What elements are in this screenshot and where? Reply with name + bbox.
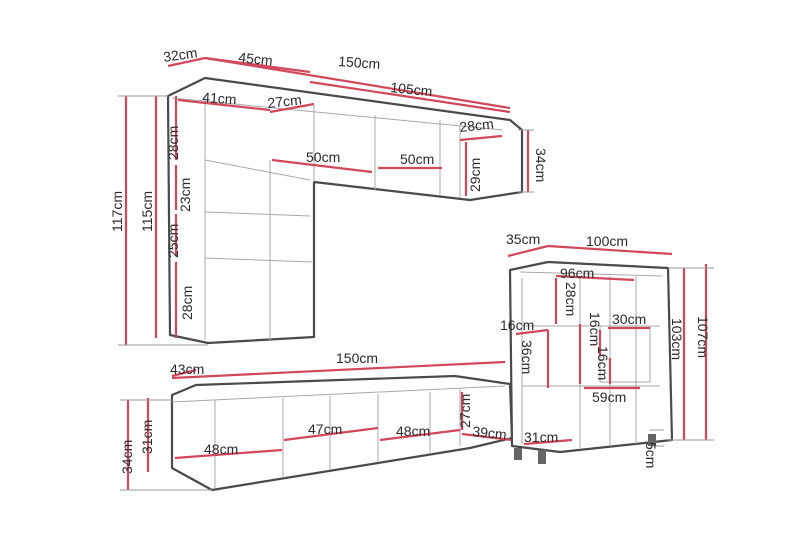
upper-height-total-label: 117cm (109, 191, 125, 232)
upper-shelf-a-label: 50cm (306, 149, 340, 165)
cabinet-inner-width-label: 96cm (560, 265, 594, 281)
cabinet-leg-left (514, 448, 522, 460)
tv-bench-depth-label: 43cm (170, 361, 204, 377)
cabinet-leg-right (648, 434, 656, 446)
tv-bench-side-depth-label: 39cm (472, 423, 508, 442)
upper-width-right-label: 105cm (390, 79, 433, 99)
upper-wall-unit (166, 76, 524, 345)
cabinet-left-height-label: 16cm (500, 317, 534, 333)
cabinet-leg-height-label: 5cm (643, 442, 659, 468)
upper-height-mid-label: 23cm (177, 178, 193, 212)
upper-shelf-mid-label: 27cm (267, 91, 303, 110)
upper-width-left-label: 45cm (238, 49, 274, 68)
upper-height-left-top-label: 28cm (165, 126, 181, 160)
tv-bench-shelf-3-label: 48cm (396, 423, 430, 439)
cabinet-box-height-b-label: 16cm (595, 346, 611, 380)
upper-width-total-label: 150cm (338, 53, 381, 72)
tv-bench-labels: 43cm 150cm 34cm 31cm 48cm 47cm 48cm 27cm… (119, 350, 507, 474)
tv-bench-shelf-1-label: 48cm (204, 441, 238, 457)
upper-height-inner-label: 115cm (139, 191, 155, 232)
upper-height-bottom-label: 28cm (179, 286, 195, 320)
upper-labels: 32cm 45cm 150cm 105cm 41cm 27cm 28cm 117… (109, 44, 549, 320)
cabinet-dimension-lines (507, 244, 714, 447)
cabinet-width-label: 100cm (586, 233, 628, 249)
cabinet-height-inner-label: 103cm (669, 318, 685, 360)
upper-shelf-b-label: 50cm (400, 151, 434, 167)
upper-wall-height-label: 34cm (533, 148, 549, 182)
cabinet-box-height-a-label: 16cm (587, 312, 603, 346)
cabinet-box-width-label: 30cm (612, 311, 646, 327)
cabinet-labels: 35cm 100cm 96cm 28cm 16cm 36cm 16cm 30cm… (500, 231, 711, 468)
tv-bench-height-inner-label: 31cm (139, 420, 155, 454)
tv-bench-height-total-label: 34cm (119, 440, 135, 474)
tv-bench-width-label: 150cm (336, 350, 378, 366)
upper-height-lower-label: 25cm (165, 224, 181, 258)
cabinet-base-depth-label: 31cm (524, 429, 558, 445)
tv-bench-shelf-2-label: 47cm (308, 421, 342, 437)
cabinet-mid-height-label: 36cm (519, 340, 535, 374)
cabinet-height-total-label: 107cm (695, 316, 711, 358)
right-cabinet (508, 260, 674, 464)
cabinet-top-height-label: 28cm (563, 282, 579, 316)
cabinet-depth-label: 35cm (506, 231, 540, 247)
upper-dimension-lines (118, 56, 534, 346)
cabinet-leg-mid (538, 450, 546, 464)
upper-side-height-label: 29cm (467, 158, 483, 192)
tv-bench-side-height-label: 27cm (457, 394, 473, 428)
upper-depth-label: 32cm (162, 44, 198, 65)
tv-bench-dimension-lines (120, 360, 513, 491)
upper-side-width-label: 28cm (459, 115, 495, 134)
upper-shelf-left-label: 41cm (202, 89, 237, 107)
cabinet-base-width-label: 59cm (592, 389, 626, 405)
